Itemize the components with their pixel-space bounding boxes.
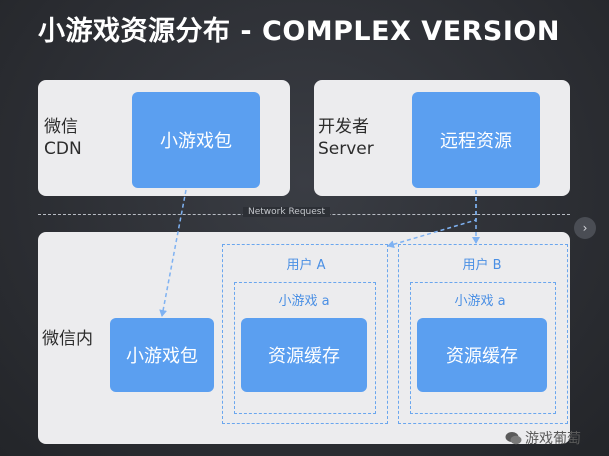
server-label-line2: Server xyxy=(318,139,374,159)
user-a-resource-cache-box: 资源缓存 xyxy=(241,318,367,392)
watermark: 游戏葡萄 xyxy=(505,428,581,448)
user-b-label: 用户 B xyxy=(462,258,502,273)
cdn-label-line2: CDN xyxy=(44,139,82,159)
user-a-game-label: 小游戏 a xyxy=(278,294,330,309)
user-a-region xyxy=(222,244,388,424)
user-b-resource-cache-box: 资源缓存 xyxy=(417,318,547,392)
network-request-label: Network Request xyxy=(243,207,330,217)
user-a-label: 用户 A xyxy=(286,258,326,273)
user-b-game-region xyxy=(410,282,556,414)
cdn-label-line1: 微信 xyxy=(44,117,78,137)
in-wechat-panel: 微信内 小游戏包 用户 A 小游戏 a 资源缓存 用户 B 小游戏 a 资源缓存 xyxy=(38,232,570,444)
user-b-game-label: 小游戏 a xyxy=(454,294,506,309)
cdn-panel-label: 微信 CDN xyxy=(44,116,82,160)
in-wechat-label: 微信内 xyxy=(42,329,93,349)
user-b-region xyxy=(398,244,568,424)
slide-title: 小游戏资源分布 - COMPLEX VERSION xyxy=(38,16,560,47)
user-a-game-region xyxy=(234,282,376,414)
cdn-game-package-box: 小游戏包 xyxy=(132,92,260,188)
wechat-logo-icon xyxy=(505,432,522,445)
local-game-package-box: 小游戏包 xyxy=(110,318,214,392)
next-slide-arrow-icon[interactable]: › xyxy=(574,217,596,239)
remote-resource-box: 远程资源 xyxy=(412,92,540,188)
developer-server-panel: 开发者 Server 远程资源 xyxy=(314,80,570,196)
server-label-line1: 开发者 xyxy=(318,117,369,137)
wechat-cdn-panel: 微信 CDN 小游戏包 xyxy=(38,80,290,196)
watermark-text: 游戏葡萄 xyxy=(525,431,581,447)
server-panel-label: 开发者 Server xyxy=(318,116,374,160)
